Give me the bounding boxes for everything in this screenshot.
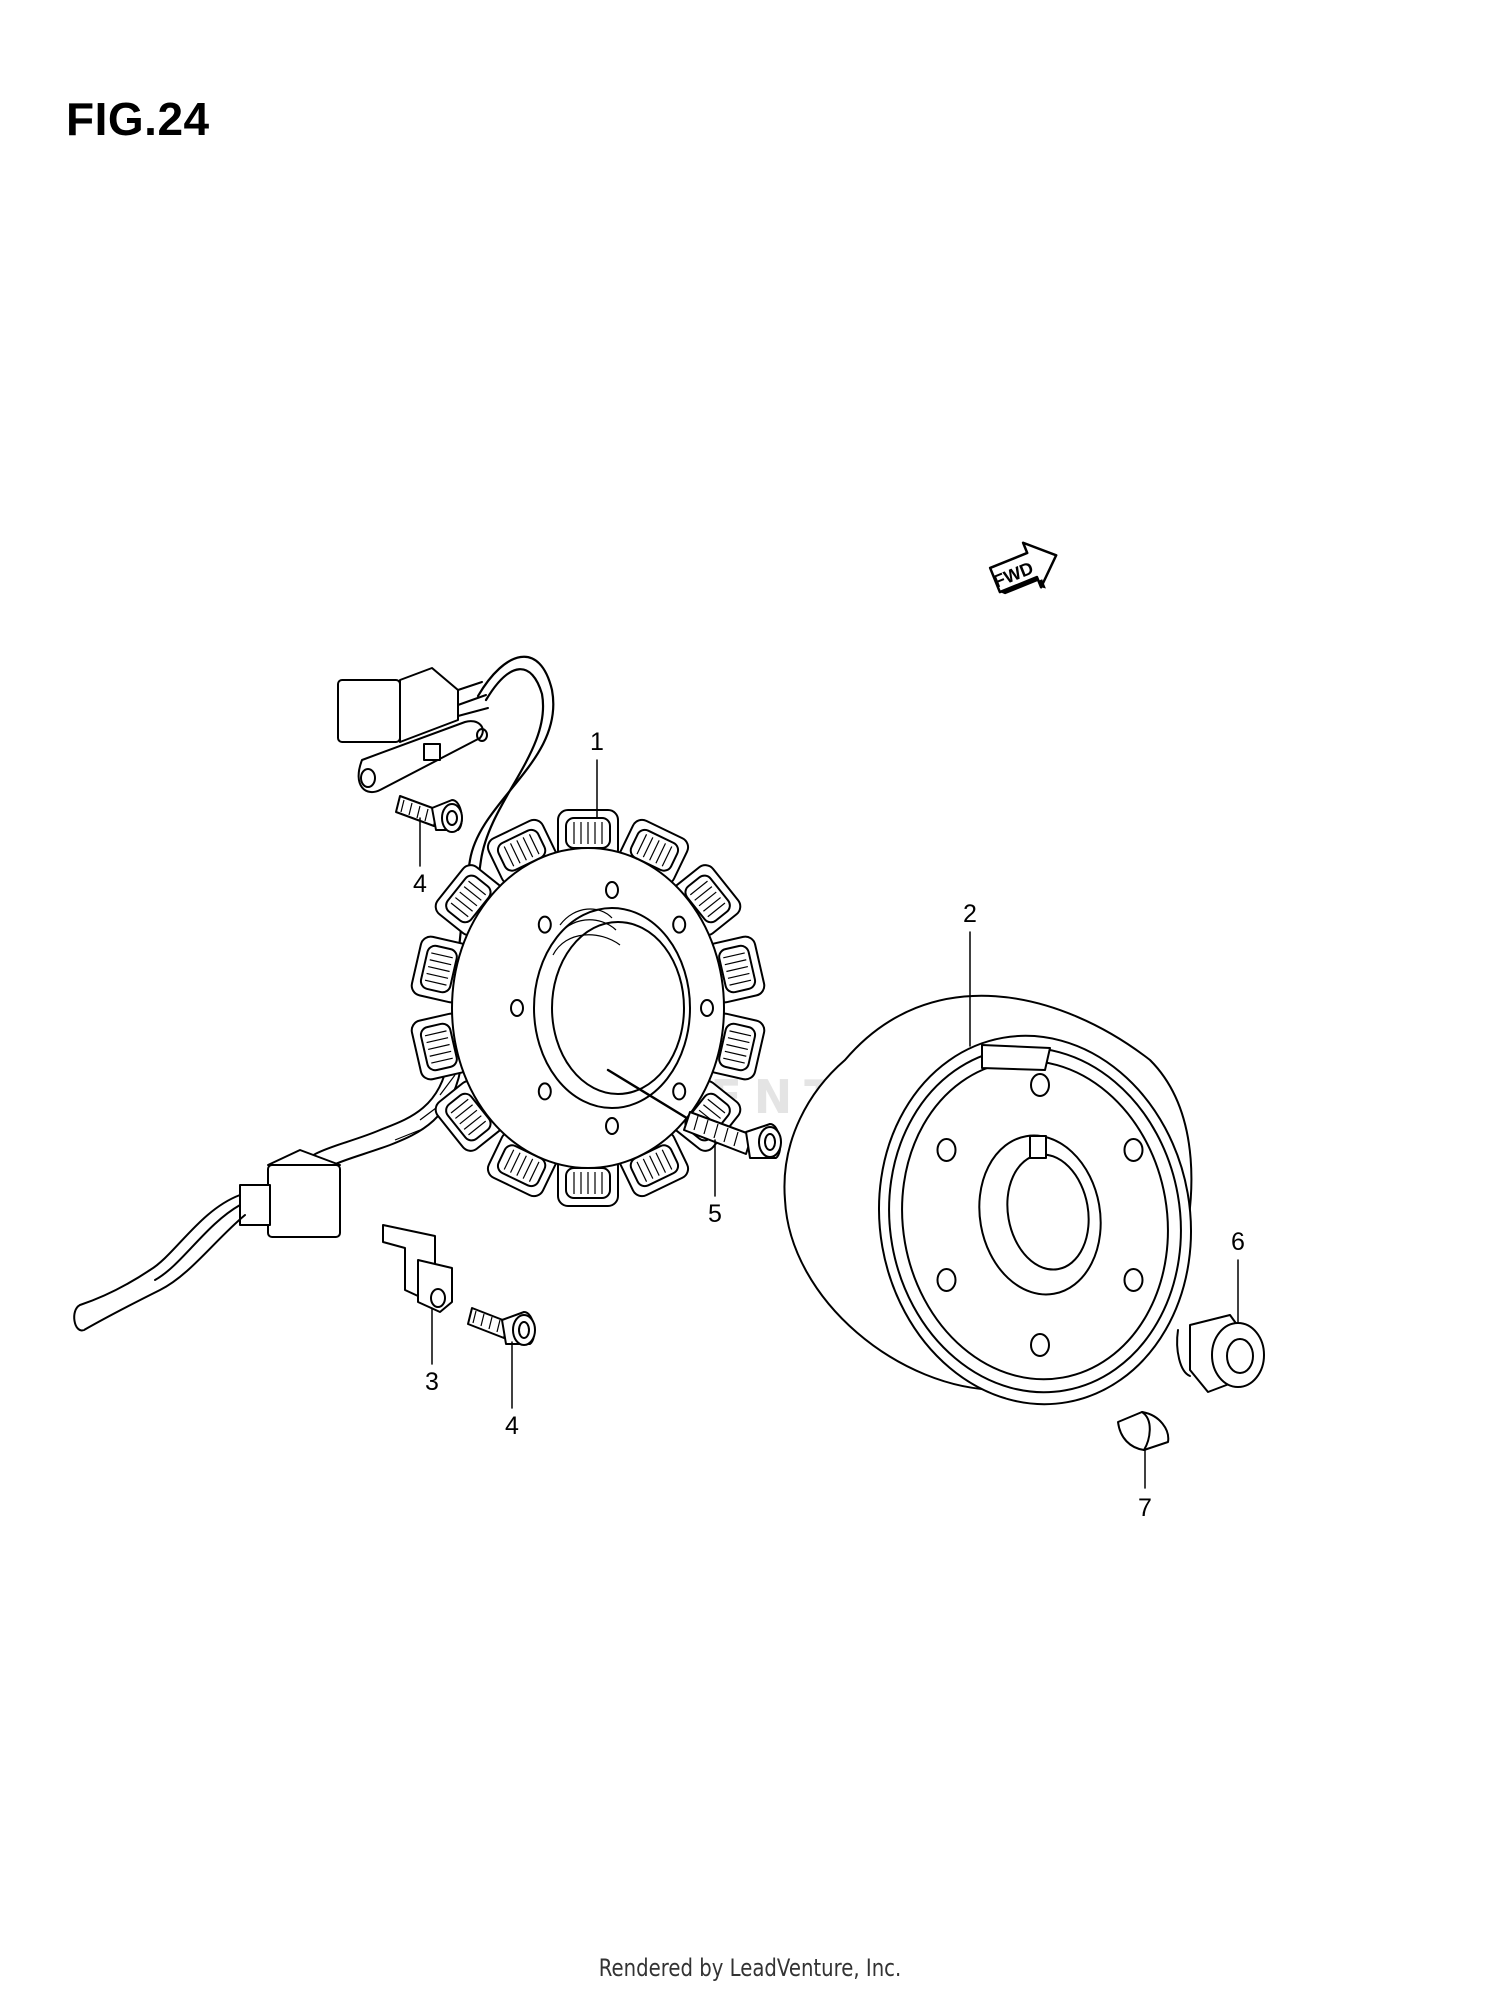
stator-hole <box>672 1082 687 1101</box>
figure-title: FIG.24 <box>66 93 210 145</box>
callout-5: 5 <box>708 1139 722 1228</box>
stator-hole <box>537 1082 552 1101</box>
stator-hole <box>700 999 714 1017</box>
stator-hole <box>605 1117 619 1135</box>
callout-number: 4 <box>505 1412 519 1440</box>
rotor <box>783 994 1193 1406</box>
fwd-arrow-icon: FWD <box>988 541 1058 595</box>
stator-hole <box>605 881 619 899</box>
callout-4-upper: 4 <box>413 817 427 898</box>
stator-hole <box>510 999 524 1017</box>
stator <box>410 809 766 1207</box>
key <box>1117 1411 1170 1451</box>
bolt-upper <box>395 795 463 833</box>
stator-pole <box>557 1155 619 1207</box>
main-wire-harness <box>73 1059 463 1332</box>
callout-number: 7 <box>1138 1494 1152 1522</box>
callout-4-lower: 4 <box>505 1341 519 1440</box>
rotor-hole <box>1030 1073 1050 1097</box>
rotor-hole <box>1123 1268 1144 1292</box>
stator-hole <box>672 915 687 934</box>
callout-number: 6 <box>1231 1228 1245 1256</box>
rotor-hole <box>1030 1333 1050 1357</box>
callout-1: 1 <box>590 728 604 819</box>
bolt-lower <box>467 1307 536 1346</box>
callout-3: 3 <box>425 1307 439 1396</box>
nut <box>1176 1314 1265 1393</box>
callout-number: 2 <box>963 900 977 928</box>
rotor-hole <box>936 1268 957 1292</box>
bracket <box>382 1224 453 1313</box>
callout-number: 1 <box>590 728 604 756</box>
callout-2: 2 <box>963 900 977 1047</box>
bolt-stator <box>683 1111 782 1159</box>
rotor-hole <box>1123 1138 1144 1162</box>
callout-7: 7 <box>1138 1447 1152 1522</box>
stator-hole <box>537 915 552 934</box>
callout-number: 3 <box>425 1368 439 1396</box>
callout-number: 5 <box>708 1200 722 1228</box>
footer-credit: Rendered by LeadVenture, Inc. <box>598 1954 902 1982</box>
rotor-hole <box>936 1138 957 1162</box>
callout-number: 4 <box>413 870 427 898</box>
callout-6: 6 <box>1231 1228 1245 1323</box>
